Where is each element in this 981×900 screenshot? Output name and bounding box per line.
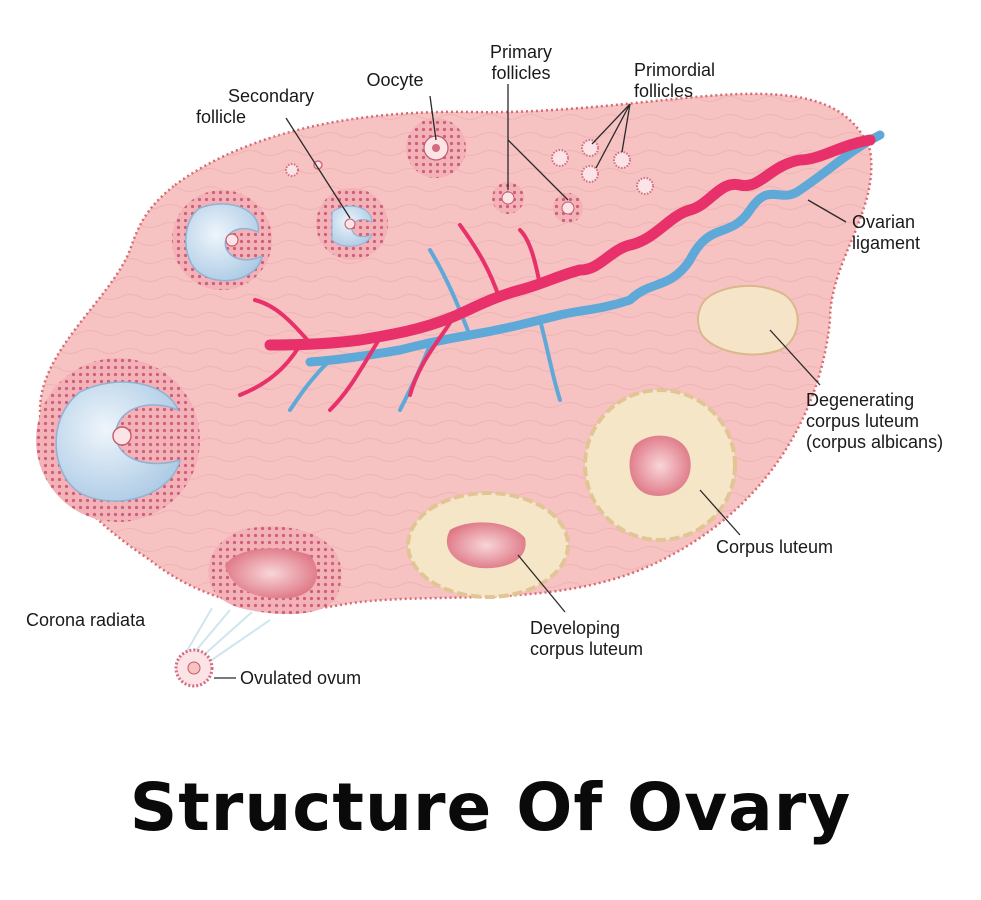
ovulated-ovum <box>174 607 271 688</box>
primary-follicle-b <box>553 193 583 223</box>
label-line: Corona radiata <box>26 610 146 630</box>
label-line: follicles <box>491 63 551 83</box>
leader-lines <box>214 84 847 679</box>
label-line: Ovulated ovum <box>240 668 362 688</box>
label-ovarian-ligament: Ovarian ligament <box>852 212 920 254</box>
label-line: Oocyte <box>366 70 424 90</box>
vein <box>305 130 885 367</box>
label-corpus-luteum: Corpus luteum <box>716 537 833 558</box>
label-line: Degenerating <box>806 390 915 410</box>
label-line: corpus luteum <box>806 411 920 431</box>
label-line: corpus luteum <box>530 639 644 659</box>
primary-follicle-a <box>492 182 524 214</box>
label-corona-radiata: Corona radiata <box>26 610 145 631</box>
label-oocyte: Oocyte <box>355 70 435 91</box>
corpus-luteum <box>583 388 737 542</box>
antral-follicle-upper <box>172 190 272 290</box>
oocyte-follicle <box>406 118 466 178</box>
secondary-follicle <box>316 188 388 260</box>
label-secondary-follicle: Secondary follicle <box>196 86 314 128</box>
label-primordial-follicles: Primordial follicles <box>634 60 715 102</box>
label-developing-corpus-luteum: Developing corpus luteum <box>530 618 643 660</box>
label-line: Ovarian <box>852 212 916 232</box>
label-line: ligament <box>852 233 921 253</box>
label-line: (corpus albicans) <box>806 432 944 452</box>
label-line: Secondary <box>227 86 314 106</box>
label-degenerating-corpus-luteum: Degenerating corpus luteum (corpus albic… <box>806 390 943 453</box>
label-line: Corpus luteum <box>716 537 834 557</box>
corpus-albicans <box>697 284 799 356</box>
label-line: follicles <box>634 81 694 101</box>
blood-vessels <box>238 130 885 412</box>
antral-follicle-lower <box>36 358 200 522</box>
label-line: Primordial <box>634 60 716 80</box>
artery <box>264 134 876 351</box>
label-line: Primary <box>490 42 552 62</box>
label-primary-follicles: Primary follicles <box>468 42 574 84</box>
page-title: Structure Of Ovary <box>129 769 852 846</box>
label-ovulated-ovum: Ovulated ovum <box>240 668 361 689</box>
label-line: follicle <box>196 107 247 127</box>
primordial-follicles <box>285 139 654 195</box>
label-line: Developing <box>530 618 621 638</box>
developing-corpus-luteum <box>406 491 570 599</box>
ruptured-follicle <box>208 526 342 615</box>
